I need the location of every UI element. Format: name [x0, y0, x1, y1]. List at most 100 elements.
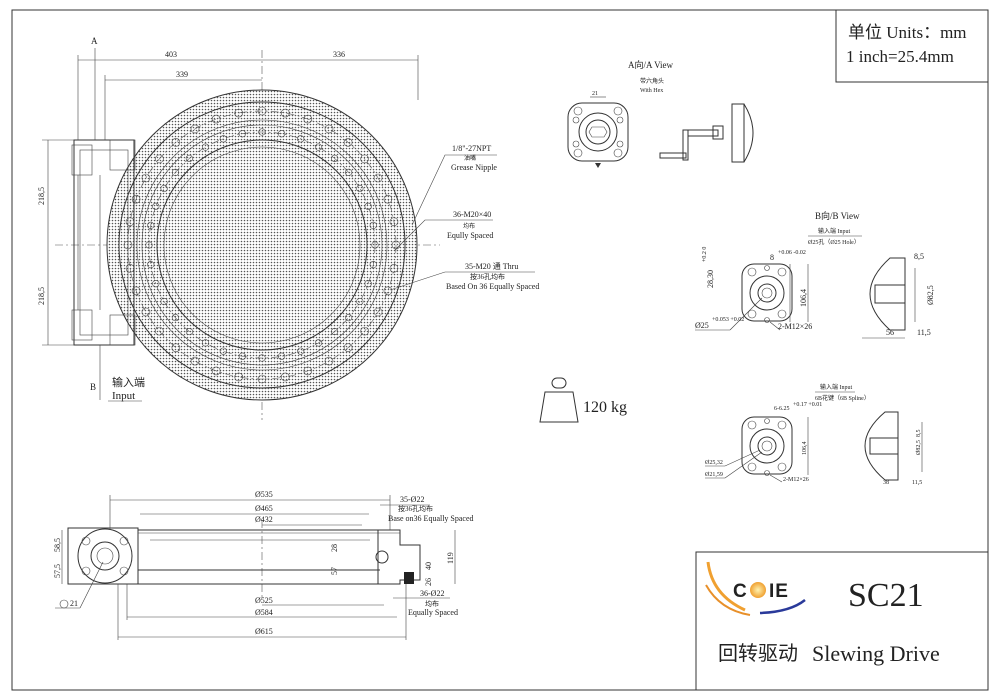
holes1-en: Base on36 Equally Spaced — [388, 514, 474, 523]
bolt-spec-1: 36-M20×40 — [453, 210, 491, 219]
holes1-cn: 按36孔均布 — [398, 504, 433, 513]
bolt-spec-2: 35-M20 通 Thru — [465, 261, 518, 271]
a-view-dim-21: 21 — [592, 91, 598, 97]
spline-dim-2532: Ø25,32 — [705, 460, 723, 466]
holes2-cn: 均布 — [425, 599, 439, 608]
bolt-hole — [234, 372, 244, 382]
b-dim-2830: 28,30 — [706, 270, 715, 288]
dim-hex-21: 21 — [70, 599, 78, 608]
bolt-hole — [389, 263, 399, 273]
bolt-hole — [155, 154, 164, 164]
bolt-hole — [147, 221, 155, 229]
bolt-hole — [280, 372, 290, 382]
spline-dim-6: 6-6.25 — [774, 406, 790, 412]
bolt-hole — [360, 326, 369, 336]
dim-d525: Ø525 — [255, 596, 273, 605]
bolt-hole — [190, 124, 200, 134]
dim-h26: 26 — [424, 578, 433, 586]
b-view-hole: Ø25孔（Ø25 Hole） — [808, 238, 860, 246]
dim-d465: Ø465 — [255, 504, 273, 513]
bolt-hole — [303, 366, 313, 376]
dim-h119: 119 — [446, 552, 455, 564]
bolt-hole — [257, 374, 267, 384]
side-view: Ø535 Ø465 Ø432 35-Ø22 按36孔均布 Base on36 E… — [53, 490, 474, 640]
spline-spec: 6B花键（6B Spline） — [815, 394, 870, 402]
bolt-hole — [343, 343, 353, 352]
spline-dim-2159: Ø21,59 — [705, 472, 723, 478]
bolt-hole — [258, 128, 266, 136]
b-dim-115: 11,5 — [917, 328, 931, 337]
bolt-hole — [185, 154, 193, 163]
a-view: A向/A View 带六角头 With Hex 21 — [567, 59, 754, 168]
b-dim-85: 8,5 — [914, 252, 924, 261]
bolt-hole — [201, 143, 210, 151]
b-dim-1064: 106,4 — [799, 289, 808, 307]
weight-value: 120 kg — [583, 399, 627, 416]
title-block: C IE SC21 回转驱动 Slewing Drive — [695, 551, 989, 691]
bolt-hole — [147, 261, 155, 269]
bolt-hole — [364, 202, 372, 210]
input-cn: 输入端 — [112, 375, 145, 389]
bolt-hole — [297, 347, 305, 355]
bolt-spec-2-en: Based On 36 Equally Spaced — [446, 282, 539, 291]
dim-339: 339 — [176, 70, 188, 79]
dim-h575: 57,5 — [53, 564, 62, 578]
bolt-hole — [219, 135, 227, 143]
svg-text:C: C — [733, 581, 748, 602]
bolt-hole — [211, 114, 221, 124]
bolt-hole — [297, 135, 305, 143]
b-bolt-spec: 2-M12×26 — [778, 322, 812, 331]
bolt-hole — [238, 130, 246, 138]
bolt-hole — [152, 280, 160, 288]
spline-bolt: 2-M12×26 — [783, 477, 809, 483]
bolt-hole — [331, 154, 339, 163]
inch-conversion: 1 inch=25.4mm — [846, 47, 954, 66]
dim-218-top: 218,5 — [37, 187, 46, 205]
bolt-hole — [145, 241, 153, 249]
bolt-hole — [131, 194, 141, 204]
dim-d535: Ø535 — [255, 490, 273, 499]
grease-nipple-cn: 油嘴 — [464, 154, 476, 162]
bolt-hole — [344, 168, 353, 176]
dim-d615: Ø615 — [255, 627, 273, 636]
front-view: 403 336 339 A 218,5 218,5 B 输入端 Input 1/… — [37, 36, 539, 420]
view-a-marker: A — [91, 36, 98, 46]
holes2-en: Equally Spaced — [408, 608, 458, 617]
bolt-hole — [324, 124, 334, 134]
a-view-title: A向/A View — [628, 59, 674, 70]
dim-h57: 57 — [330, 567, 339, 575]
bolt-hole — [344, 314, 353, 322]
b-view-input: 输入端 Input — [818, 227, 850, 235]
bolt-hole — [185, 327, 193, 336]
input-en: Input — [112, 390, 135, 402]
bolt-hole — [369, 261, 377, 269]
holes2-spec: 36-Ø22 — [420, 589, 444, 598]
bolt-hole — [324, 356, 334, 366]
spline-dim-825: Ø82,5 — [916, 440, 922, 455]
view-b-marker: B — [90, 382, 96, 392]
bolt-hole — [360, 154, 369, 164]
spline-dim-85: 8,5 — [916, 430, 922, 438]
bolt-hole — [383, 286, 393, 296]
bolt-hole — [141, 307, 151, 317]
spline-dim-1064: 106,4 — [802, 442, 808, 456]
bolt-hole — [155, 326, 164, 336]
bolt-hole — [383, 194, 393, 204]
bolt-hole — [343, 138, 353, 147]
product-name-cn: 回转驱动 — [718, 642, 798, 665]
drawing-border — [11, 9, 989, 691]
bolt-hole — [171, 343, 181, 352]
bolt-hole — [171, 138, 181, 147]
bolt-hole — [314, 143, 323, 151]
bolt-spec-2-cn: 按36孔均布 — [470, 272, 505, 281]
bolt-hole — [152, 202, 160, 210]
dim-h28: 28 — [330, 544, 339, 552]
b-tol-25: +0.053 +0.02 — [712, 317, 744, 323]
svg-text:IE: IE — [769, 581, 789, 602]
units-box: 单位 Units：mm 1 inch=25.4mm — [835, 9, 989, 83]
dim-218-bottom: 218,5 — [37, 287, 46, 305]
bolt-hole — [314, 339, 323, 347]
b-dim-25: Ø25 — [695, 321, 709, 330]
bolt-hole — [160, 184, 168, 193]
